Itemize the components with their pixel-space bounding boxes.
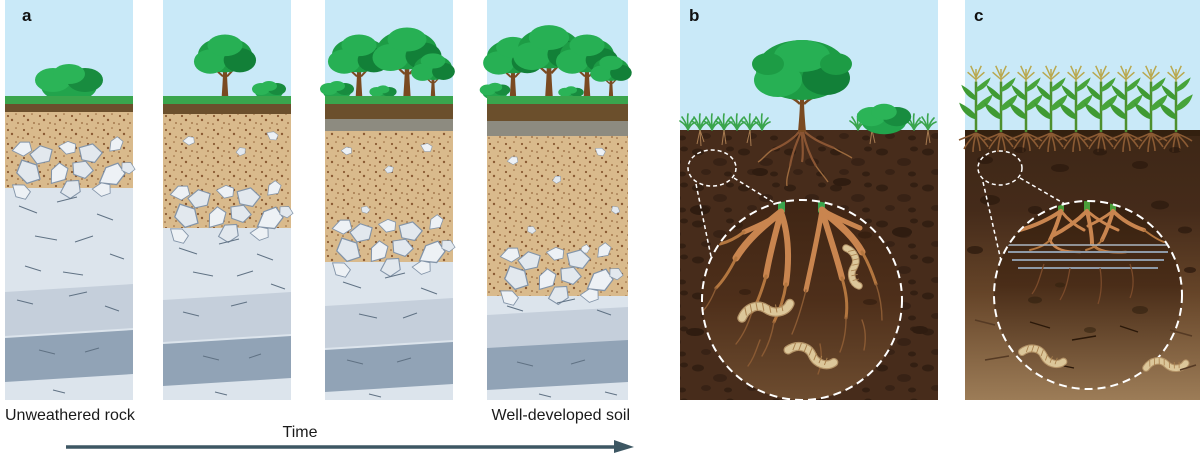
magnifier-c-border <box>993 200 1183 390</box>
callout-source-circle <box>977 150 1023 186</box>
sparse-deep-roots <box>1031 263 1134 305</box>
soil-clods <box>967 147 1196 273</box>
rock-cracks <box>342 272 438 398</box>
panel-c: c <box>957 0 1200 400</box>
panel-a-stage-1 <box>5 0 137 400</box>
panel-a: Unweathered rock Time Well-developed soi… <box>5 0 634 453</box>
soil-cracks <box>1029 321 1139 369</box>
rock-cracks <box>506 298 618 398</box>
tree-roots <box>757 131 853 187</box>
panel-letter-c: c <box>974 6 983 25</box>
plow-pan-lines <box>1004 244 1172 269</box>
magnifier-b-border <box>701 199 903 401</box>
panel-letter-b: b <box>689 6 699 25</box>
lower-soil-cracks <box>974 319 1197 371</box>
caption-well-developed-soil: Well-developed soil <box>492 407 630 424</box>
panel-letter-a: a <box>22 6 32 25</box>
panel-b: b <box>679 0 938 401</box>
rock-cracks <box>178 238 286 396</box>
panel-a-stage-4 <box>479 0 633 400</box>
panel-a-stage-2 <box>163 0 295 400</box>
caption-unweathered-rock: Unweathered rock <box>5 407 136 424</box>
grass-rootlets <box>696 129 931 147</box>
tree-large <box>752 40 853 187</box>
magnifier-c-content <box>994 201 1182 389</box>
caption-time: Time <box>283 424 318 441</box>
rock-cracks <box>16 196 125 394</box>
magnified-roots <box>702 206 883 375</box>
time-arrow <box>66 440 634 453</box>
panel-a-stage-3 <box>320 0 457 400</box>
callout-source-circle <box>687 149 737 187</box>
magnifier-b-content <box>702 200 902 400</box>
